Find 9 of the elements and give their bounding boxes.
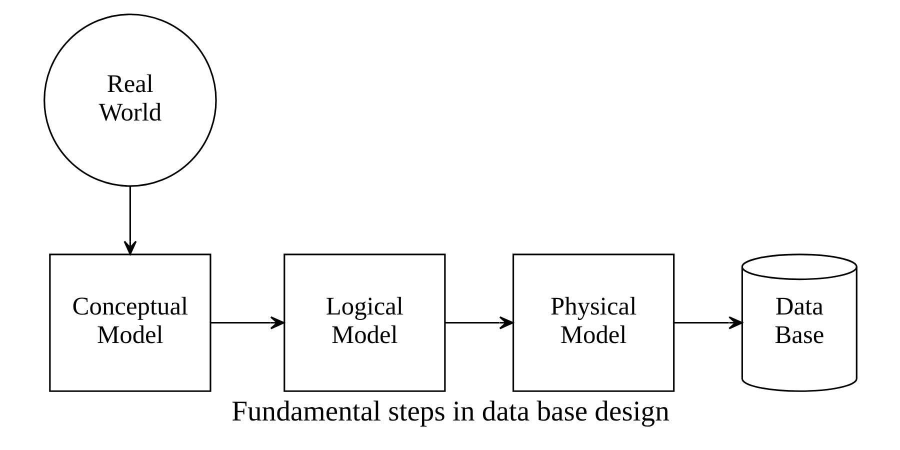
node-circle: Real World [43,14,216,187]
node-box: Conceptual Model [48,254,211,392]
arrow [123,186,136,255]
node-box: Physical Model [512,254,674,392]
arrow [444,316,513,330]
arrow [210,316,284,330]
node-box: Logical Model [283,254,446,392]
caption: Fundamental steps in data base design [231,396,669,428]
arrow [674,316,742,330]
